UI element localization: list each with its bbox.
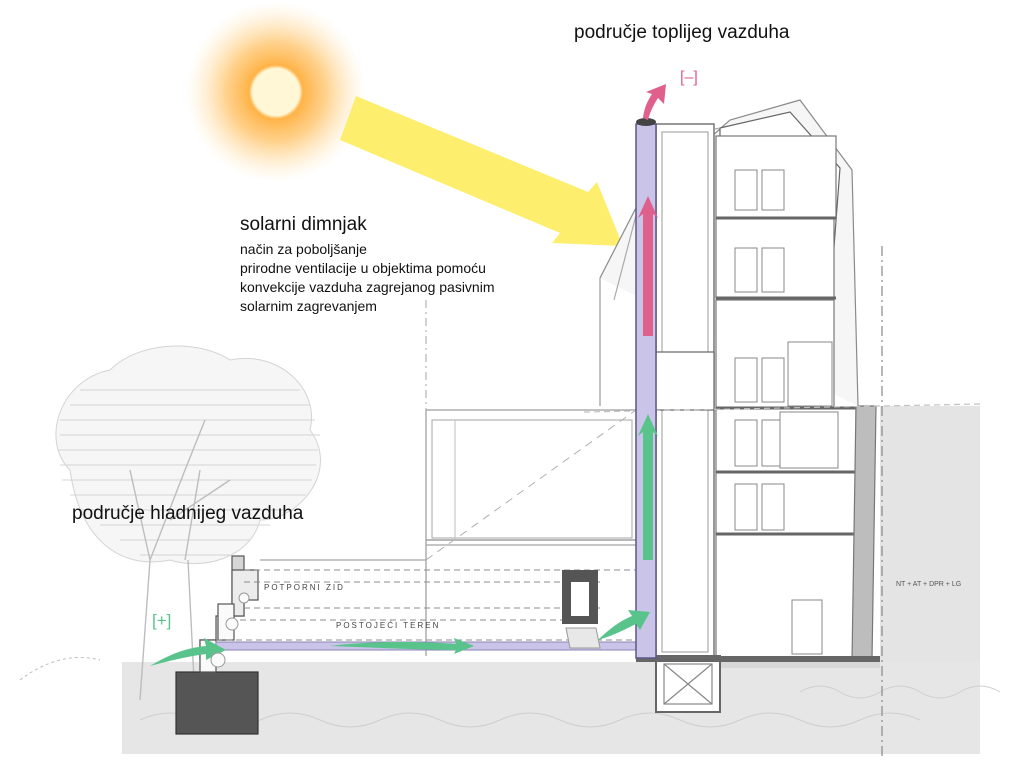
sun-ray-arrow: [340, 96, 623, 246]
retaining-wall-label: POTPORNI ZID: [264, 583, 345, 592]
cold-air-zone-label: područje hladnijeg vazduha: [72, 503, 304, 524]
lower-building: [260, 300, 637, 656]
main-building: [583, 99, 981, 760]
description-line: konvekcije vazduha zagrejanog pasivnim: [240, 279, 495, 295]
description-line: način za poboljšanje: [240, 241, 367, 257]
plus-sign: [+]: [152, 611, 171, 630]
description-line: prirodne ventilacije u objektima pomoću: [240, 260, 486, 276]
solar-chimney: [635, 118, 657, 659]
terrain-guidelines: [216, 409, 637, 641]
inlet-box: [562, 570, 601, 649]
minus-sign: [–]: [680, 69, 698, 86]
tree: [55, 345, 321, 701]
solar-chimney-title: solarni dimnjak: [240, 214, 367, 235]
ground: [19, 406, 1001, 754]
solar-chimney-description: način za poboljšanje prirodne ventilacij…: [240, 240, 494, 316]
cold-air-arrows: [150, 414, 658, 666]
warm-air-arrows: [638, 84, 666, 336]
existing-terrain-label: POSTOJEĆI TEREN: [336, 621, 440, 630]
planter: [210, 592, 250, 668]
sun: [186, 2, 366, 182]
description-line: solarnim zagrevanjem: [240, 298, 377, 314]
level-note-label: NT + AT + DPR + LG: [896, 581, 961, 588]
warm-air-zone-label: područje toplijeg vazduha: [574, 22, 790, 43]
